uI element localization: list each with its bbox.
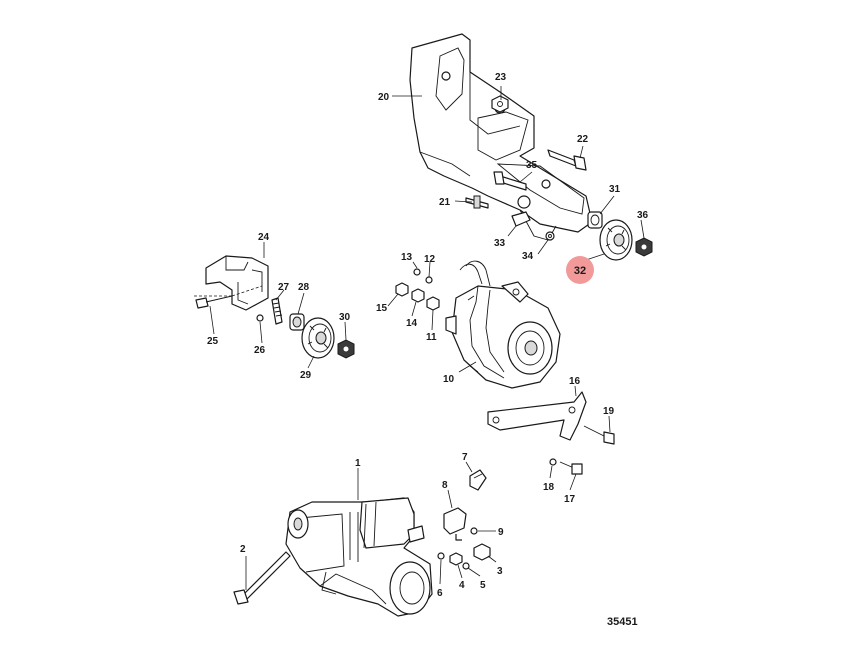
- callout-2: 2: [240, 544, 246, 555]
- bolt-35-part: [493, 171, 527, 191]
- callout-16: 16: [569, 376, 581, 387]
- callout-7: 7: [462, 452, 468, 463]
- callout-labels: 20 23 22 35 31 36 21 33 34 24 27 28 25 2…: [207, 72, 649, 599]
- nut-9-part: [470, 527, 478, 535]
- spacer-28-part: [289, 313, 305, 331]
- callout-27: 27: [278, 282, 290, 293]
- washer-13-part: [413, 268, 421, 276]
- callout-18: 18: [543, 482, 555, 493]
- callout-14: 14: [406, 318, 418, 329]
- washer-12-part: [425, 276, 433, 284]
- nut-15-part: [395, 282, 409, 297]
- callout-13: 13: [401, 252, 413, 263]
- callout-24: 24: [258, 232, 270, 243]
- leader-lines: [209, 86, 645, 590]
- pulley-32-part: [599, 219, 633, 261]
- callout-9: 9: [498, 527, 504, 538]
- callout-29: 29: [300, 370, 312, 381]
- callout-33: 33: [494, 238, 506, 249]
- callout-22: 22: [577, 134, 589, 145]
- callout-28: 28: [298, 282, 310, 293]
- callout-31: 31: [609, 184, 621, 195]
- figure-number: 35451: [607, 616, 638, 628]
- callout-36: 36: [637, 210, 649, 221]
- callout-4: 4: [459, 580, 465, 591]
- callout-32: 32: [574, 265, 586, 277]
- callout-1: 1: [355, 458, 361, 469]
- highlighted-callout-32[interactable]: 32: [566, 256, 594, 284]
- callout-6: 6: [437, 588, 443, 599]
- pulley-29-part: [301, 317, 335, 359]
- solenoid-terminal-7-part: [469, 469, 487, 491]
- brace-16-part: [487, 391, 587, 441]
- bolt-22-part: [547, 149, 587, 171]
- callout-15: 15: [376, 303, 388, 314]
- highlight-circle: [566, 256, 594, 284]
- nut-30-part: [337, 339, 355, 359]
- callout-23: 23: [495, 72, 507, 83]
- callout-5: 5: [480, 580, 486, 591]
- nut-23-part: [491, 95, 509, 113]
- washer-5-part: [462, 562, 470, 570]
- alternator-part: [445, 260, 561, 389]
- washer-18-part: [549, 458, 557, 466]
- bolt-17-part: [559, 461, 583, 475]
- nut-11-part: [426, 296, 440, 311]
- bushing-33-part: [511, 211, 531, 227]
- bolt-25-part: [195, 295, 233, 309]
- callout-30: 30: [339, 312, 351, 323]
- callout-21: 21: [439, 197, 451, 208]
- callout-25: 25: [207, 336, 219, 347]
- callout-35: 35: [526, 160, 538, 171]
- nut-14-part: [411, 288, 425, 303]
- mounting-bracket-part: [409, 33, 593, 241]
- stud-21-part: [465, 195, 489, 209]
- callout-17: 17: [564, 494, 576, 505]
- stud-27-part: [271, 297, 283, 325]
- callout-12: 12: [424, 254, 436, 265]
- spacer-31-part: [587, 211, 603, 229]
- nut-4-part: [449, 552, 463, 566]
- nut-3-part: [473, 543, 491, 561]
- callout-26: 26: [254, 345, 266, 356]
- washer-34-part: [545, 231, 555, 241]
- bolt-19-part: [583, 425, 615, 445]
- long-bolt-2-part: [233, 551, 291, 605]
- bracket-24-part: [194, 255, 269, 311]
- callout-3: 3: [497, 566, 503, 577]
- callout-19: 19: [603, 406, 615, 417]
- callout-11: 11: [426, 332, 437, 343]
- terminal-8-part: [443, 507, 467, 541]
- callout-10: 10: [443, 374, 455, 385]
- washer-6-part: [437, 552, 445, 560]
- callout-8: 8: [442, 480, 448, 491]
- callout-20: 20: [378, 92, 390, 103]
- callout-34: 34: [522, 251, 534, 262]
- starter-motor-part: [285, 497, 433, 617]
- nut-36-part: [635, 237, 653, 257]
- washer-26-part: [256, 314, 264, 322]
